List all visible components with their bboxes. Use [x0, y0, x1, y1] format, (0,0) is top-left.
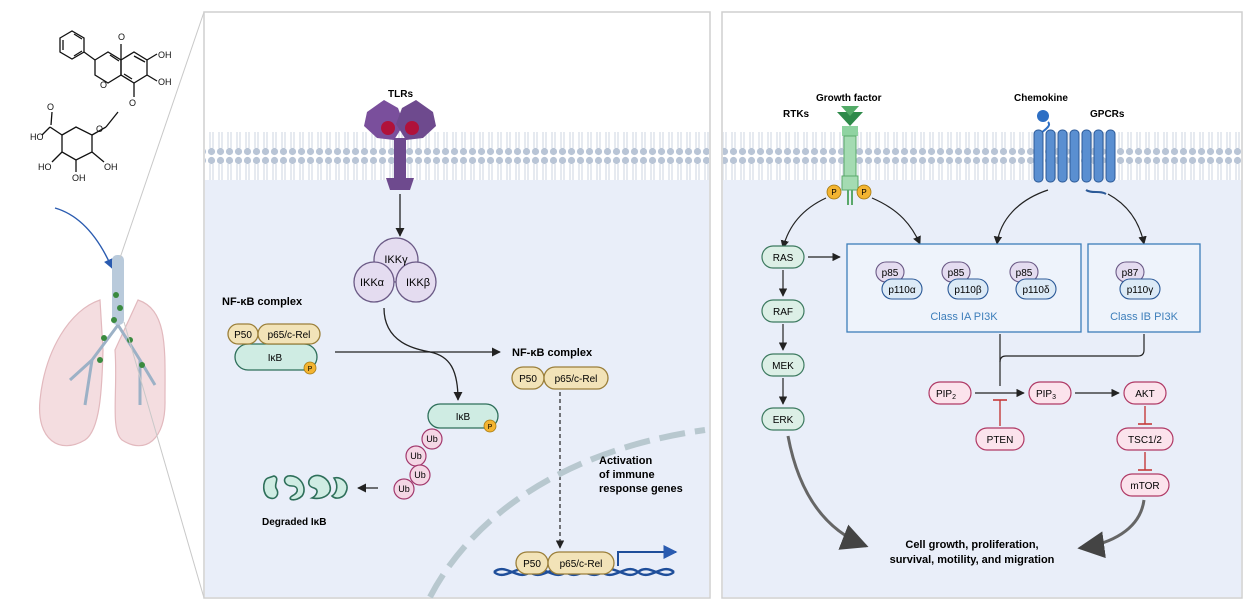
- akt-label: AKT: [1135, 389, 1154, 400]
- ikk-beta-label: IKKβ: [406, 277, 430, 289]
- lungs-illustration: [39, 255, 166, 447]
- atom-label: OH: [158, 77, 172, 87]
- raf-label: RAF: [773, 307, 793, 318]
- nuclear-envelope: [427, 427, 706, 599]
- nfkb-complex-bound: [227, 323, 321, 375]
- p65-label: p65/c-Rel: [560, 559, 603, 570]
- tlr-receptor: [364, 100, 436, 190]
- pi3k-akt-axis: [928, 381, 1174, 497]
- p50-label: P50: [234, 330, 252, 341]
- atom-label: O: [47, 102, 54, 112]
- gpcr-to-class-ia-arrow: [993, 189, 1049, 245]
- ikk-alpha-label: IKKα: [360, 277, 385, 289]
- mtor-to-outcome-arrow: [1077, 499, 1146, 559]
- tlrs-label: TLRs: [388, 89, 413, 100]
- p85-label: p85: [1016, 268, 1033, 279]
- phospho-label: P: [861, 188, 866, 197]
- pip2-label: PIP2: [936, 389, 956, 401]
- mapk-cascade: [761, 245, 841, 431]
- atom-label: OH: [104, 162, 118, 172]
- ub-label: Ub: [426, 434, 438, 444]
- erk-to-outcome-arrow: [786, 435, 869, 550]
- p87-label: p87: [1122, 268, 1139, 279]
- nfkb-panel: TLRs IKKγ IKKα IKKβ NF-κB complex P50 p6…: [203, 11, 711, 599]
- atom-label: O: [129, 98, 136, 108]
- atom-label: O: [96, 124, 103, 134]
- phospho-label: P: [308, 366, 313, 373]
- p110a-label: p110α: [888, 285, 916, 296]
- degraded-ikb-fragments: [262, 474, 348, 501]
- cell-membrane: [723, 132, 1241, 184]
- ub-label: Ub: [410, 451, 422, 461]
- ikb-label: IκB: [456, 412, 471, 423]
- zoom-line: [119, 11, 205, 259]
- ras-label: RAS: [773, 253, 794, 264]
- pip3-label: PIP3: [1036, 389, 1056, 401]
- rtks-label: RTKs: [783, 109, 810, 120]
- p110g-label: p110γ: [1127, 285, 1154, 296]
- gpcr-to-class-ib-arrow: [1107, 193, 1147, 245]
- growth-factor-label: Growth factor: [816, 93, 882, 104]
- outcome-line-2: survival, motility, and migration: [890, 554, 1055, 566]
- nfkb-complex-title: NF-κB complex: [222, 296, 303, 308]
- rtk-to-ras-arrow: [780, 197, 827, 249]
- tsc-label: TSC1/2: [1128, 435, 1162, 446]
- activation-line-1: Activation: [599, 455, 652, 467]
- p50-label: P50: [519, 374, 537, 385]
- class-ib-pi3k-box: [1087, 243, 1201, 333]
- atom-label: O: [100, 80, 107, 90]
- class-ib-label: Class IB PI3K: [1110, 311, 1179, 323]
- ub-label: Ub: [414, 470, 426, 480]
- outcome-line-1: Cell growth, proliferation,: [905, 539, 1038, 551]
- mtor-label: mTOR: [1130, 481, 1159, 492]
- zoom-line: [123, 321, 205, 599]
- ub-label: Ub: [398, 484, 410, 494]
- atom-label: HO: [38, 162, 52, 172]
- nfkb-complex-free: [511, 366, 609, 390]
- pten-label: PTEN: [987, 435, 1014, 446]
- atom-label: OH: [72, 173, 86, 183]
- ikk-complex: [353, 237, 437, 303]
- transcription-start-arrow: [617, 545, 678, 566]
- activation-line-2: of immune: [599, 469, 655, 481]
- ikb-phosphorylation-arrow: [383, 307, 463, 401]
- class-ia-pi3k-box: [846, 243, 1082, 333]
- rtk-to-pi3k-arrow: [871, 197, 921, 245]
- p85-label: p85: [882, 268, 899, 279]
- flavonoid-glucuronide-structure: [41, 30, 158, 172]
- atom-label: O: [118, 32, 125, 42]
- degraded-ikb-label: Degraded IκB: [262, 517, 326, 528]
- p110b-label: p110β: [954, 285, 982, 296]
- p85-label: p85: [948, 268, 965, 279]
- gpcr-receptor: [1033, 110, 1116, 195]
- class-ia-label: Class IA PI3K: [930, 311, 998, 323]
- chemokine-label: Chemokine: [1014, 93, 1068, 104]
- phospho-label: P: [488, 424, 493, 431]
- mek-label: MEK: [772, 361, 794, 372]
- rtk-receptor: [826, 106, 872, 205]
- compound-atom-labels: O O OH OH O O HO O HO OH OH: [30, 32, 172, 183]
- nfkb-released-title: NF-κB complex: [512, 347, 593, 359]
- pi3k-panel: P P Growth factor RTKs Chemokine GPCRs: [721, 11, 1243, 599]
- p65-label: p65/c-Rel: [555, 374, 598, 385]
- atom-label: HO: [30, 132, 44, 142]
- atom-label: OH: [158, 50, 172, 60]
- phospho-label: P: [831, 188, 836, 197]
- ikb-label: IκB: [268, 353, 283, 364]
- p65-label: p65/c-Rel: [268, 330, 311, 341]
- class-ib-output-line: [999, 334, 1145, 363]
- erk-label: ERK: [773, 415, 794, 426]
- compound-to-lung-arrow: [54, 207, 113, 269]
- activation-line-3: response genes: [599, 483, 683, 495]
- ikk-gamma-label: IKKγ: [384, 254, 408, 266]
- gpcrs-label: GPCRs: [1090, 109, 1125, 120]
- ikb-ubiquitinated: [393, 403, 499, 500]
- cell-membrane: [205, 132, 709, 184]
- p50-label: P50: [523, 559, 541, 570]
- nfkb-dna-bound: [515, 551, 615, 575]
- p110d-label: p110δ: [1022, 285, 1050, 296]
